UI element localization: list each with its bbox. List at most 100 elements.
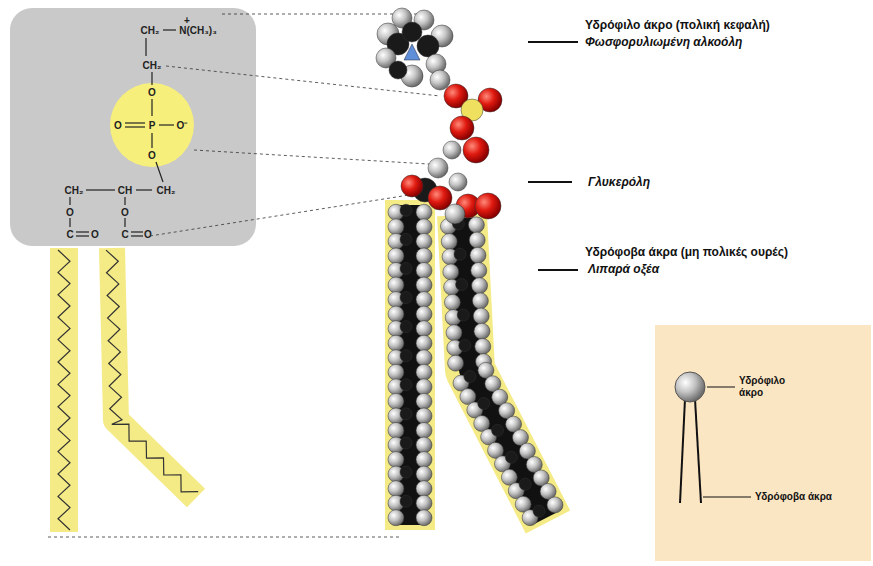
atom-sphere <box>428 158 448 178</box>
atom-sphere <box>519 478 531 490</box>
tail-line <box>680 399 685 503</box>
zigzag-chain <box>58 250 70 530</box>
atom-sphere <box>456 279 468 291</box>
atom-sphere <box>547 497 563 513</box>
atom-sphere <box>469 232 485 248</box>
atom-sphere <box>388 335 404 351</box>
atom-label: C <box>121 229 128 240</box>
atom-sphere <box>449 173 467 191</box>
lipid-symbol <box>655 325 871 561</box>
legend-text: Υδρόφοβα άκρα <box>755 491 865 503</box>
atom-sphere <box>416 292 432 308</box>
atom-sphere <box>416 233 432 249</box>
atom-label: CH₂ <box>157 185 176 196</box>
space-filling-model <box>376 8 563 526</box>
atom-sphere <box>471 262 487 278</box>
atom-label: CH₂ <box>65 185 84 196</box>
atom-sphere <box>416 262 432 278</box>
atom-label: + <box>184 15 190 26</box>
atom-label: CH₂ <box>143 60 162 71</box>
atom-sphere <box>475 193 501 219</box>
atom-sphere <box>450 116 474 140</box>
atom-sphere <box>417 35 439 57</box>
atom-label: O <box>91 229 99 240</box>
atom-sphere <box>416 335 432 351</box>
atom-sphere <box>388 481 404 497</box>
atom-sphere <box>441 234 457 250</box>
part-label: Φωσφορυλιωμένη αλκοόλη <box>585 35 742 49</box>
atom-sphere <box>388 364 404 380</box>
atom-sphere <box>446 325 462 341</box>
atom-sphere <box>416 204 432 220</box>
atom-label: O⁻ <box>177 120 188 131</box>
atom-sphere <box>472 278 488 294</box>
atom-sphere <box>505 451 517 463</box>
atom-label: CH₂ <box>141 25 160 36</box>
atom-sphere <box>400 408 412 420</box>
label-leaders <box>528 42 578 270</box>
atom-label: C <box>66 229 73 240</box>
atom-sphere <box>472 293 488 309</box>
atom-sphere <box>388 510 404 526</box>
carbon-chain <box>462 218 546 518</box>
atom-sphere <box>388 219 404 235</box>
leader-line <box>707 387 735 388</box>
leader-line <box>703 497 751 498</box>
atom-sphere <box>492 424 504 436</box>
atom-sphere <box>416 408 432 424</box>
atom-sphere <box>400 292 412 304</box>
tail-line <box>695 399 701 503</box>
atom-sphere <box>468 217 484 233</box>
atom-sphere <box>416 422 432 438</box>
atom-sphere <box>416 510 432 526</box>
atom-sphere <box>400 350 412 362</box>
atom-label: CH <box>118 185 132 196</box>
atom-sphere <box>416 379 432 395</box>
atom-sphere <box>443 141 461 159</box>
atom-sphere <box>478 397 490 409</box>
atom-sphere <box>448 355 464 371</box>
atom-sphere <box>400 321 412 333</box>
atom-sphere <box>416 393 432 409</box>
atom-sphere <box>416 321 432 337</box>
atom-label: O <box>148 150 156 161</box>
fatty-acid-chains <box>58 250 198 530</box>
atom-sphere <box>400 379 412 391</box>
dashed-links <box>48 14 445 537</box>
atom-sphere <box>388 306 404 322</box>
atom-sphere <box>416 277 432 293</box>
atom-sphere <box>459 339 471 351</box>
atom-sphere <box>400 233 412 245</box>
part-label: Υδρόφιλο άκρο (πολική κεφαλή) <box>585 18 770 32</box>
atom-sphere <box>400 495 412 507</box>
atom-sphere <box>416 248 432 264</box>
atom-sphere <box>454 248 466 260</box>
atom-sphere <box>416 466 432 482</box>
atom-sphere <box>475 338 491 354</box>
atom-sphere <box>444 294 460 310</box>
legend-panel: Υδρόφιλο άκροΥδρόφοβα άκρα <box>655 325 871 561</box>
atom-sphere <box>416 219 432 235</box>
structure-panel <box>10 8 256 246</box>
atom-label: O <box>148 87 156 98</box>
atom-sphere <box>533 505 545 517</box>
tail-bands <box>64 200 548 532</box>
atom-label: O <box>144 229 152 240</box>
atom-sphere <box>389 61 407 79</box>
atom-sphere <box>416 481 432 497</box>
atom-sphere <box>401 175 423 197</box>
atom-sphere <box>416 495 432 511</box>
atom-sphere <box>388 248 404 264</box>
atom-sphere <box>457 309 469 321</box>
atom-sphere <box>445 204 465 224</box>
atom-sphere <box>400 262 412 274</box>
atom-sphere <box>416 452 432 468</box>
legend-text: Υδρόφιλο άκρο <box>739 375 809 399</box>
phosphate-highlight <box>110 83 194 167</box>
atom-sphere <box>400 204 412 216</box>
atom-sphere <box>443 264 459 280</box>
nitrogen-atom <box>404 44 420 60</box>
atom-sphere <box>416 350 432 366</box>
atom-sphere <box>416 306 432 322</box>
atom-sphere <box>400 437 412 449</box>
